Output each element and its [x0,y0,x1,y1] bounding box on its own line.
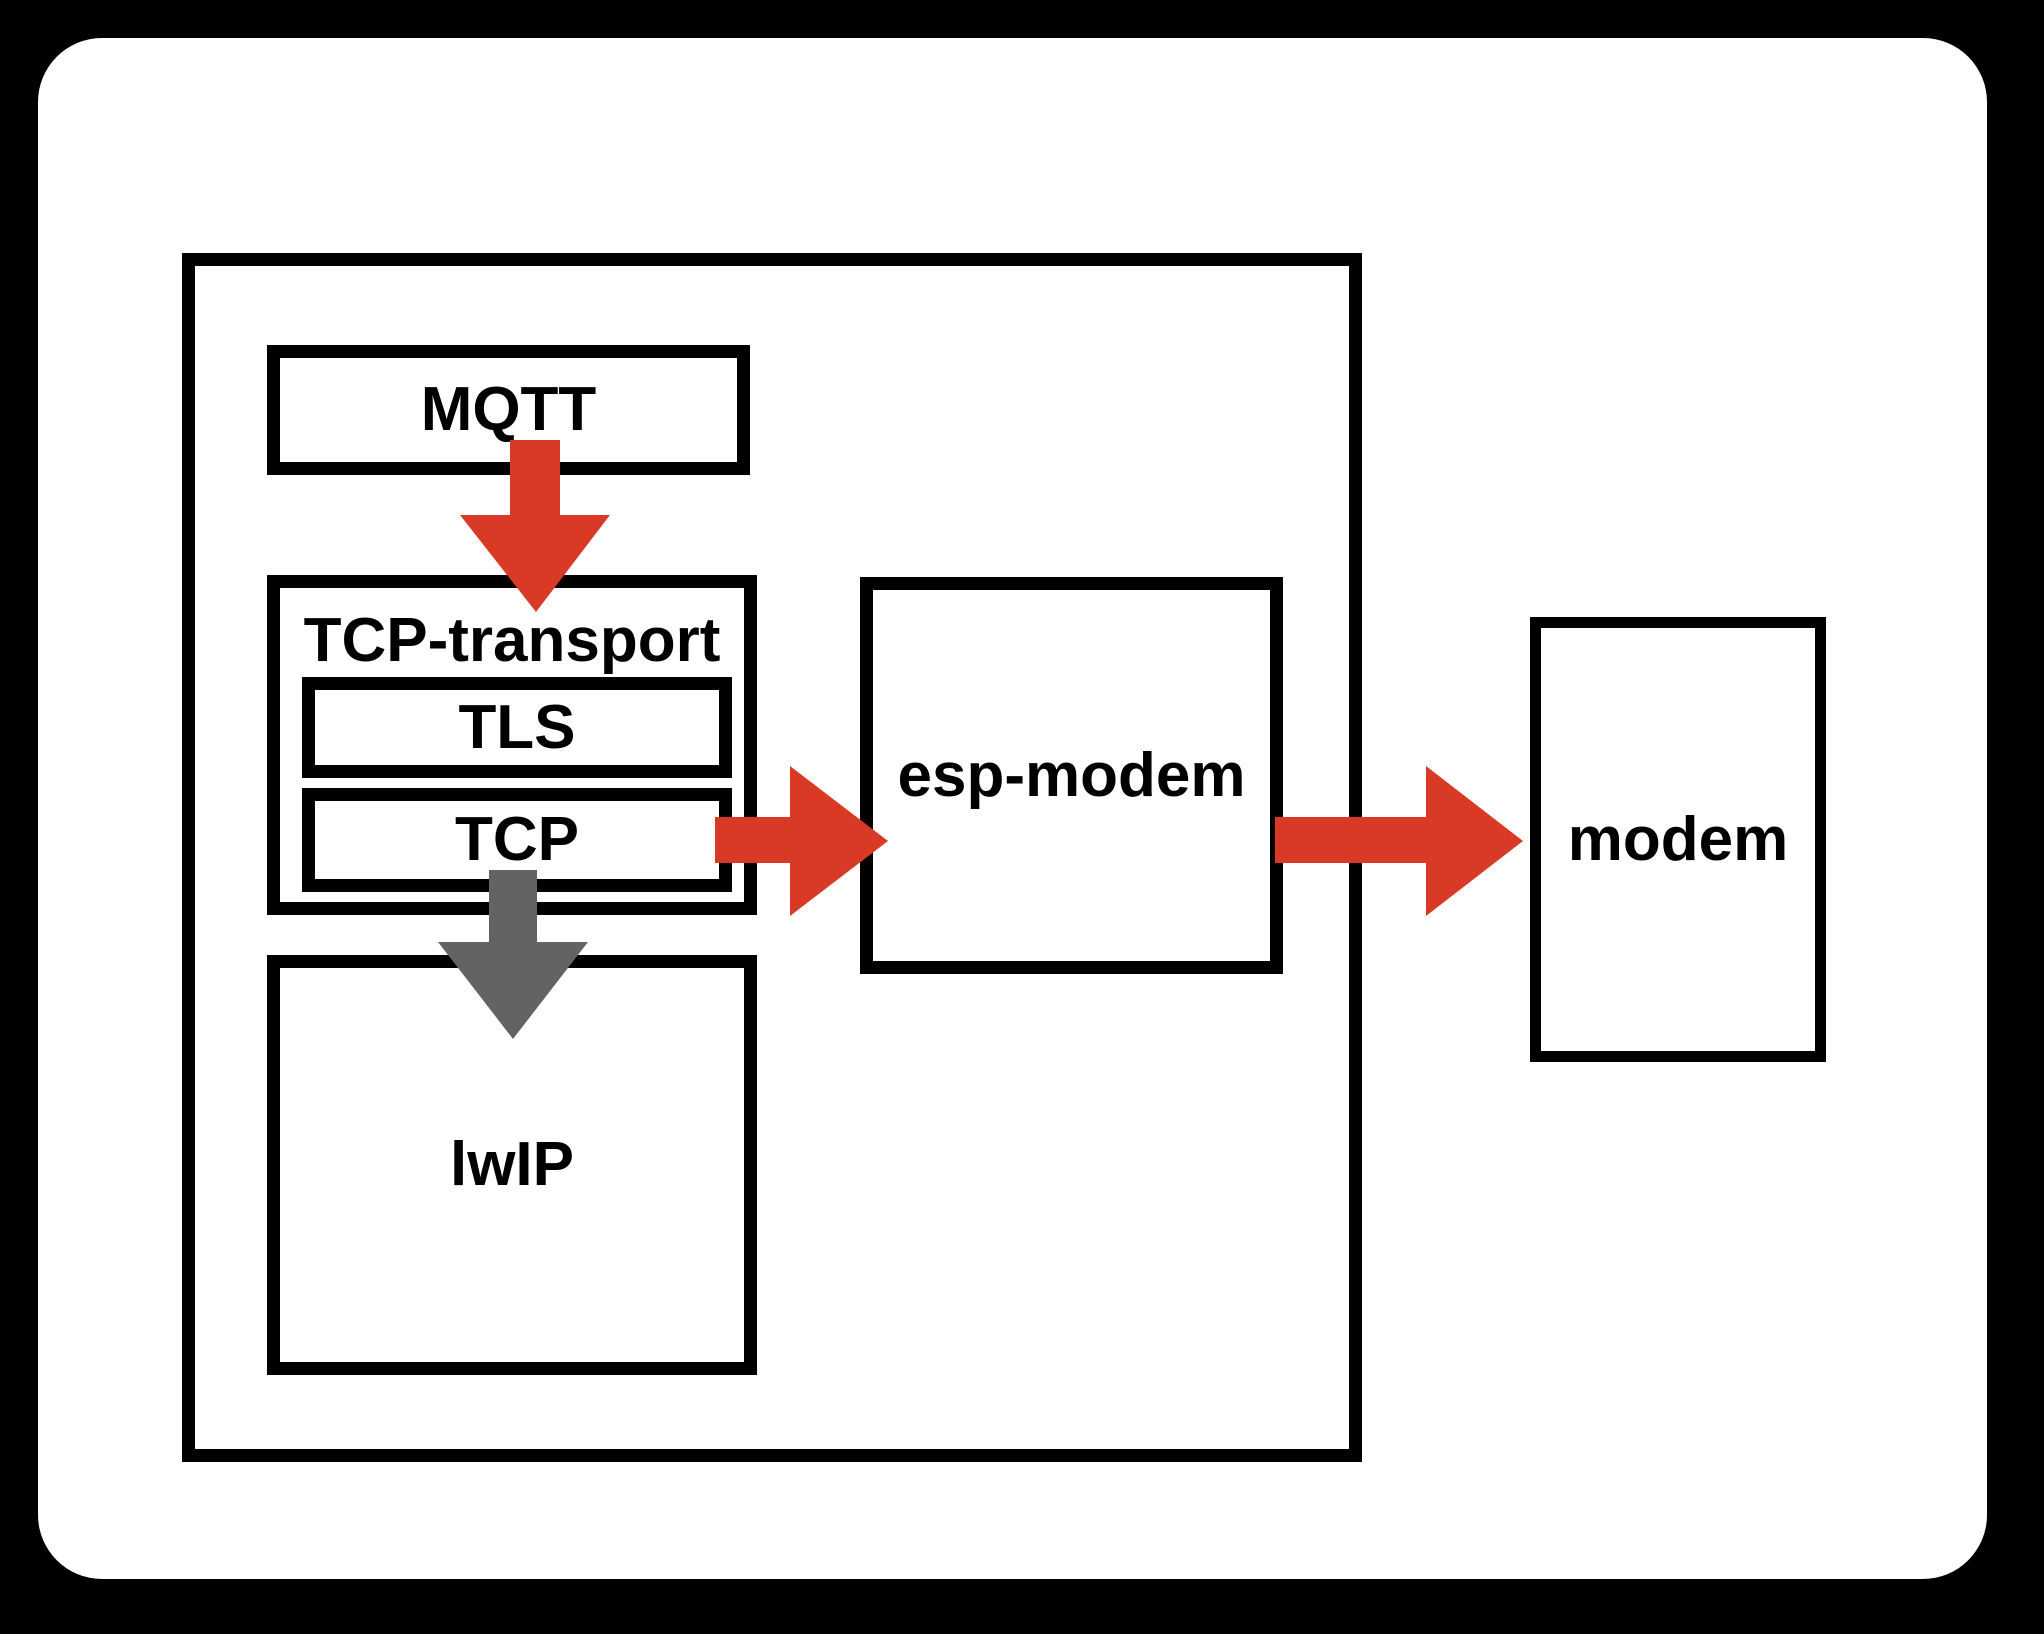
diagram-node-tcp: TCP [302,788,732,892]
diagram-node-mqtt: MQTT [267,345,750,475]
lwip-label: lwIP [449,1130,575,1199]
diagram-node-tls: TLS [302,677,732,778]
tcp-label: TCP [455,805,579,874]
esp-modem-label: esp-modem [897,740,1246,810]
tls-label: TLS [458,692,576,762]
esp-host-container-box [182,253,1362,1462]
mqtt-label: MQTT [420,375,597,444]
tcp-transport-label: TCP-transport [303,606,721,675]
modem-label: modem [1567,804,1789,874]
slide-card [38,38,1987,1579]
diagram-node-modem: modem [1530,617,1826,1062]
diagram-node-esp-modem: esp-modem [860,577,1283,974]
diagram-node-lwip: lwIP [267,955,757,1375]
